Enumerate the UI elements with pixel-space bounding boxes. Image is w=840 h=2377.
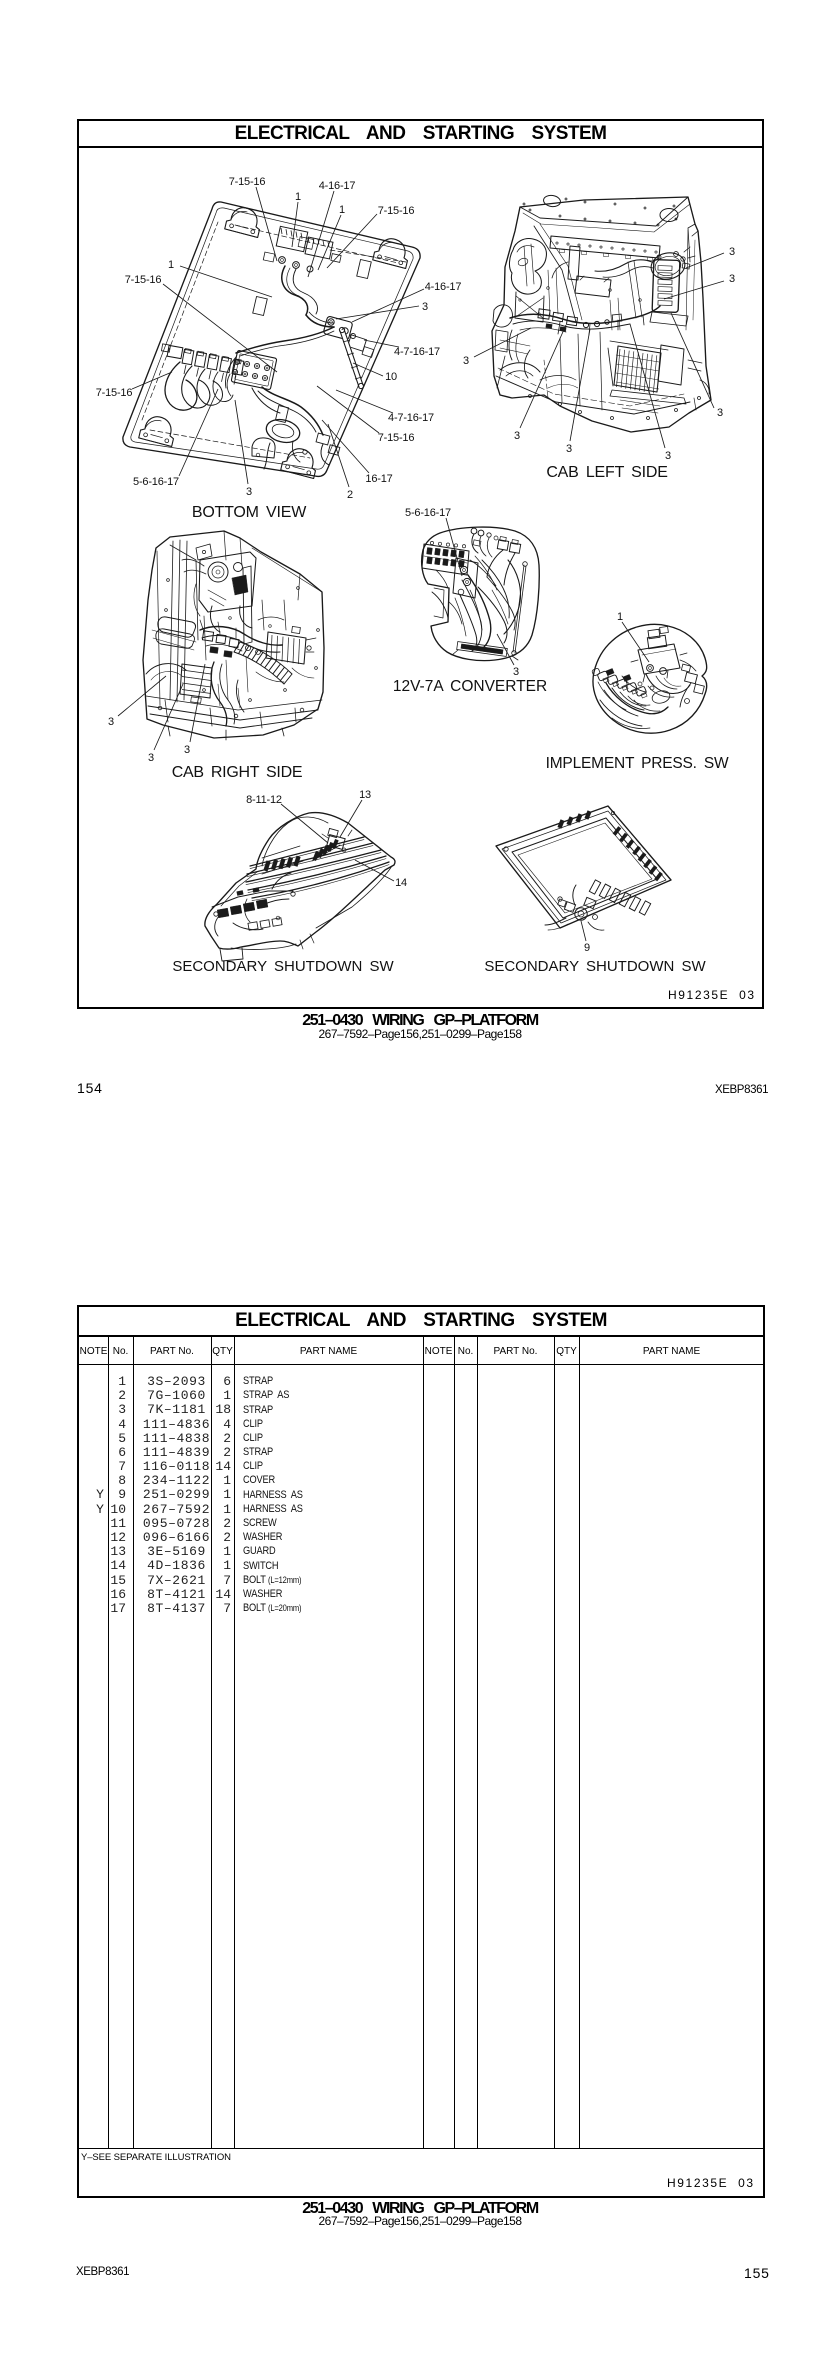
- svg-text:3: 3: [422, 301, 428, 313]
- svg-text:9: 9: [584, 942, 590, 954]
- svg-text:12V-7A CONVERTER: 12V-7A CONVERTER: [393, 678, 547, 695]
- svg-text:4-7-16-17: 4-7-16-17: [388, 412, 434, 424]
- svg-text:1: 1: [617, 611, 623, 623]
- svg-text:7-15-16: 7-15-16: [229, 176, 266, 188]
- svg-text:3: 3: [729, 273, 735, 285]
- svg-text:3: 3: [514, 430, 520, 442]
- svg-text:3: 3: [566, 443, 572, 455]
- svg-text:3: 3: [148, 752, 154, 764]
- svg-text:1: 1: [295, 191, 301, 203]
- svg-text:4-7-16-17: 4-7-16-17: [394, 346, 440, 358]
- svg-text:BOTTOM VIEW: BOTTOM VIEW: [192, 504, 307, 521]
- svg-text:1: 1: [339, 204, 345, 216]
- svg-text:3: 3: [246, 486, 252, 498]
- svg-text:7-15-16: 7-15-16: [125, 274, 162, 286]
- svg-text:4-16-17: 4-16-17: [319, 180, 356, 192]
- svg-text:13: 13: [359, 789, 371, 801]
- svg-text:3: 3: [665, 450, 671, 462]
- svg-text:CAB LEFT SIDE: CAB LEFT SIDE: [546, 464, 667, 481]
- svg-text:IMPLEMENT PRESS. SW: IMPLEMENT PRESS. SW: [546, 755, 729, 772]
- svg-text:3: 3: [513, 666, 519, 678]
- svg-text:SECONDARY SHUTDOWN SW: SECONDARY SHUTDOWN SW: [484, 958, 706, 975]
- svg-text:3: 3: [463, 355, 469, 367]
- svg-text:7-15-16: 7-15-16: [96, 387, 133, 399]
- svg-text:3: 3: [108, 716, 114, 728]
- svg-text:3: 3: [717, 407, 723, 419]
- svg-text:7-15-16: 7-15-16: [378, 432, 415, 444]
- svg-text:3: 3: [184, 744, 190, 756]
- svg-text:SECONDARY SHUTDOWN SW: SECONDARY SHUTDOWN SW: [172, 958, 394, 975]
- svg-text:8-11-12: 8-11-12: [246, 794, 282, 806]
- svg-text:4-16-17: 4-16-17: [425, 281, 462, 293]
- svg-text:7-15-16: 7-15-16: [378, 205, 415, 217]
- svg-text:1: 1: [168, 259, 174, 271]
- svg-text:CAB RIGHT SIDE: CAB RIGHT SIDE: [172, 764, 302, 781]
- svg-text:5-6-16-17: 5-6-16-17: [133, 476, 179, 488]
- svg-text:16-17: 16-17: [365, 473, 392, 485]
- svg-text:10: 10: [385, 371, 397, 383]
- svg-text:5-6-16-17: 5-6-16-17: [405, 507, 451, 519]
- svg-text:14: 14: [395, 877, 407, 889]
- svg-text:2: 2: [347, 489, 353, 501]
- svg-text:3: 3: [729, 246, 735, 258]
